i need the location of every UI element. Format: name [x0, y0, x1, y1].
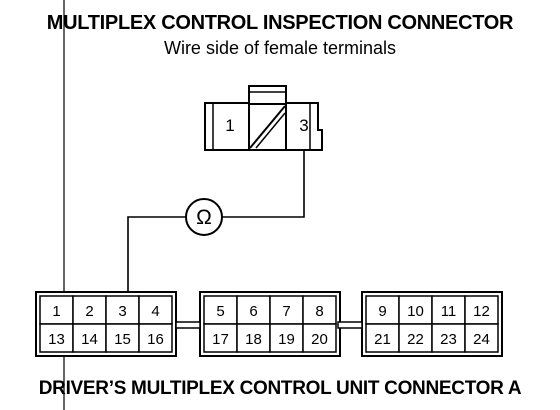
unit-terminal-20-label: 20 — [311, 331, 328, 348]
terminal-cell — [365, 295, 400, 325]
terminal-cell — [302, 323, 337, 353]
cavity-hatch — [249, 105, 286, 149]
terminal-cell — [464, 295, 499, 325]
terminal-cell — [72, 323, 107, 353]
terminal-cell — [236, 323, 271, 353]
unit-terminal-21-label: 21 — [374, 331, 391, 348]
connector-block-3: 9 10 11 12 21 22 23 24 — [361, 291, 503, 357]
terminal-cell — [39, 323, 74, 353]
terminal-cell — [39, 295, 74, 325]
unit-terminal-7-label: 7 — [282, 303, 290, 320]
unit-terminal-1-label: 1 — [52, 303, 60, 320]
unit-terminal-5-label: 5 — [216, 303, 224, 320]
wire-terminal3-to-meter — [222, 150, 305, 218]
connector-block-2: 5 6 7 8 17 18 19 20 — [199, 291, 341, 357]
unit-terminal-12-label: 12 — [473, 303, 490, 320]
unit-terminal-8-label: 8 — [315, 303, 323, 320]
terminal-cell — [302, 295, 337, 325]
unit-terminal-2-label: 2 — [85, 303, 93, 320]
wire-meter-to-unit-terminal3 — [127, 216, 186, 298]
terminal-cell — [203, 295, 238, 325]
inspection-connector-subtitle: Wire side of female terminals — [163, 38, 397, 58]
inspection-terminal-3-label: 3 — [299, 116, 308, 135]
terminal-cell — [72, 295, 107, 325]
unit-terminal-19-label: 19 — [278, 331, 295, 348]
unit-terminal-15-label: 15 — [114, 331, 131, 348]
inspection-connector: 1 3 — [204, 85, 323, 151]
block-link-1 — [175, 321, 201, 329]
terminal-cell — [431, 323, 466, 353]
block-link-2 — [337, 321, 363, 329]
connector-lock-tab — [248, 85, 287, 105]
unit-terminal-4-label: 4 — [151, 303, 159, 320]
unit-terminal-13-label: 13 — [48, 331, 65, 348]
unit-terminal-16-label: 16 — [147, 331, 164, 348]
terminal-cell — [105, 323, 140, 353]
unit-terminal-17-label: 17 — [212, 331, 229, 348]
unit-connector-title: DRIVER’S MULTIPLEX CONTROL UNIT CONNECTO… — [38, 378, 522, 399]
inspection-terminal-1-label: 1 — [225, 116, 234, 135]
unit-terminal-9-label: 9 — [378, 303, 386, 320]
ohm-symbol: Ω — [196, 206, 212, 229]
terminal-cell — [269, 295, 304, 325]
terminal-cell — [431, 295, 466, 325]
inspection-connector-title: MULTIPLEX CONTROL INSPECTION CONNECTOR — [46, 12, 514, 34]
unit-terminal-22-label: 22 — [407, 331, 424, 348]
terminal-cell — [464, 323, 499, 353]
unit-terminal-6-label: 6 — [249, 303, 257, 320]
connector-block-1: 1 2 3 4 13 14 15 16 — [35, 291, 177, 357]
unit-terminal-3-label: 3 — [118, 303, 126, 320]
terminal-cell — [138, 323, 173, 353]
unit-terminal-14-label: 14 — [81, 331, 98, 348]
cavity-hatch — [255, 112, 286, 149]
unit-terminal-10-label: 10 — [407, 303, 424, 320]
unit-terminal-23-label: 23 — [440, 331, 457, 348]
unit-terminal-11-label: 11 — [441, 303, 457, 320]
unit-terminal-18-label: 18 — [245, 331, 262, 348]
unit-terminal-24-label: 24 — [473, 331, 490, 348]
